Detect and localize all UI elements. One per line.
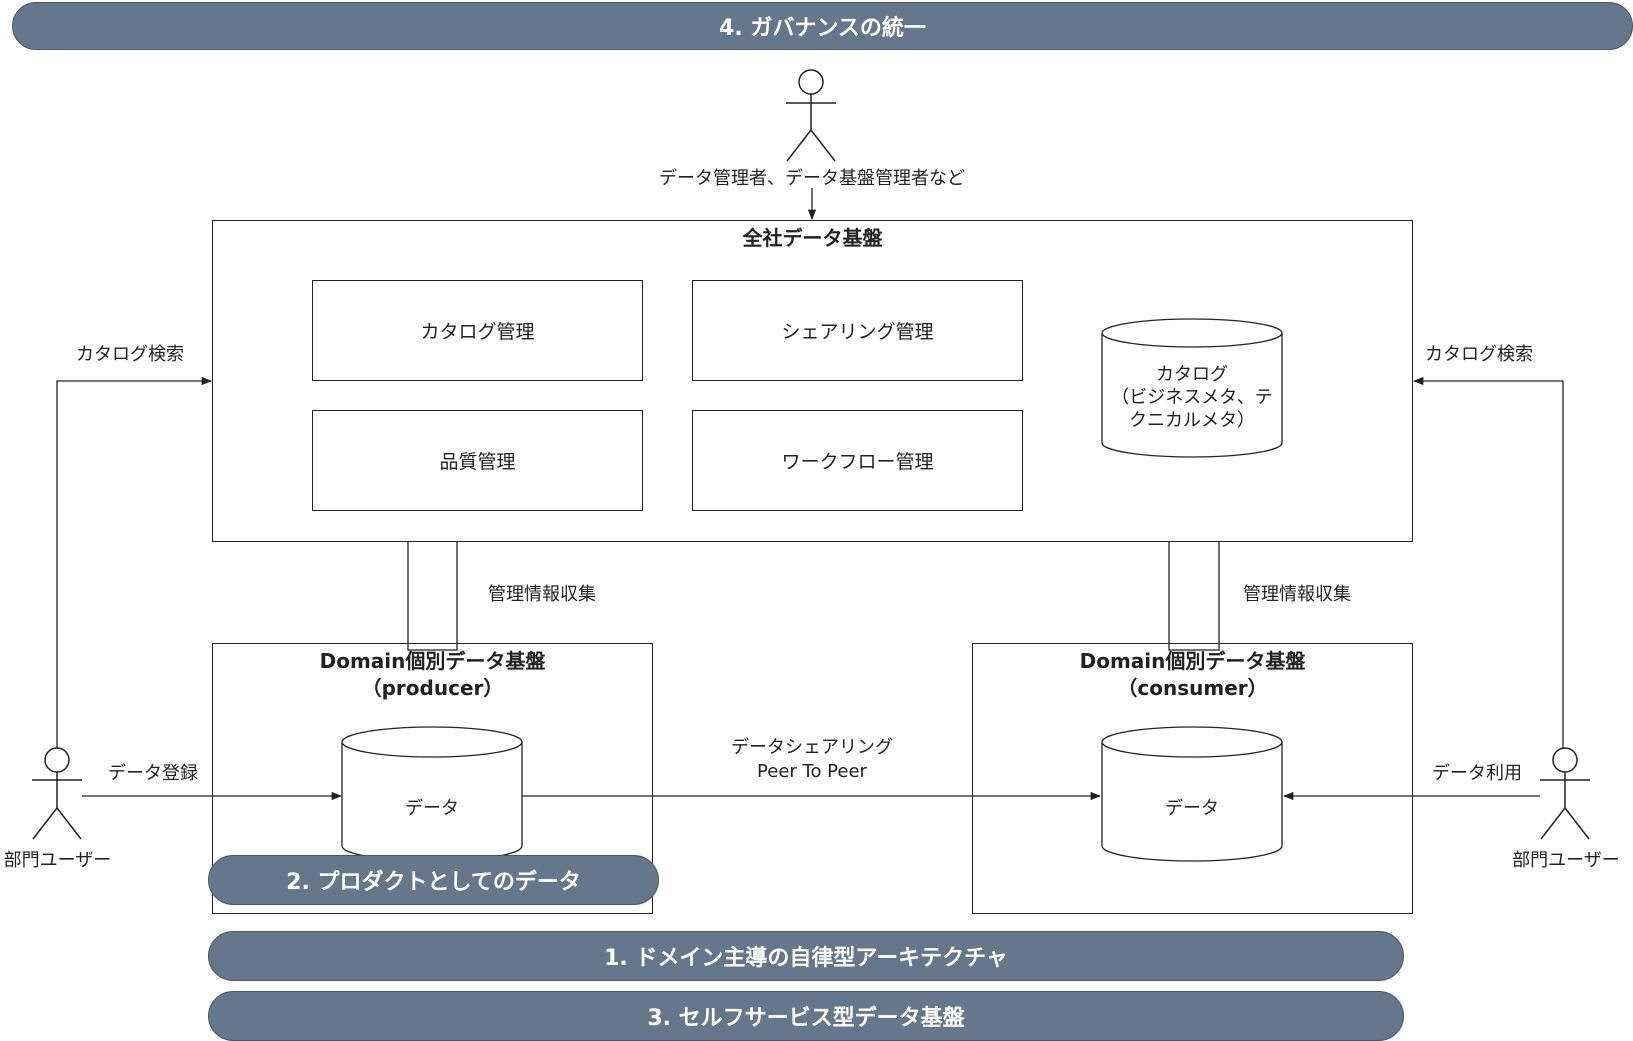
- catalog-search-right-label: カタログ検索: [1425, 344, 1533, 365]
- sharing-management-module: シェアリング管理: [692, 280, 1023, 381]
- collect-left-arrow: [407, 521, 462, 651]
- enterprise-title: 全社データ基盤: [742, 226, 883, 250]
- catalog-search-right-arrow: [1412, 376, 1564, 748]
- consumer-domain-box: Domain個別データ基盤 （consumer）: [972, 643, 1413, 914]
- catalog-search-left-arrow: [56, 376, 213, 748]
- right-user-actor-icon: [1540, 747, 1590, 840]
- catalog-search-left-label: カタログ検索: [76, 344, 184, 365]
- register-label: データ登録: [108, 763, 198, 784]
- producer-database-label: データ: [405, 798, 459, 819]
- right-user-label: 部門ユーザー: [1512, 850, 1620, 871]
- collect-right-arrow: [1168, 521, 1224, 651]
- consumer-database-label: データ: [1165, 798, 1219, 819]
- selfservice-label: 3. セルフサービス型データ基盤: [647, 1006, 965, 1031]
- producer-domain-box: Domain個別データ基盤 （producer）: [212, 643, 653, 914]
- consumer-title: Domain個別データ基盤 （consumer）: [973, 648, 1412, 702]
- consumer-database-icon: [1101, 726, 1283, 862]
- catalog-management-module: カタログ管理: [312, 280, 643, 381]
- producer-title-line-2: （producer）: [361, 676, 504, 700]
- catalog-database-icon: [1101, 318, 1283, 458]
- architecture-label: 1. ドメイン主導の自律型アーキテクチャ: [604, 946, 1008, 971]
- admin-actor-icon: [786, 69, 836, 162]
- consumer-title-line-1: Domain個別データ基盤: [1079, 649, 1306, 673]
- quality-management-module: 品質管理: [312, 410, 643, 511]
- catalog-management-label: カタログ管理: [420, 321, 535, 343]
- sharing-label-line-2: Peer To Peer: [757, 761, 867, 782]
- collect-left-label: 管理情報収集: [488, 584, 596, 605]
- catalog-db-line-2: （ビジネスメタ、テ: [1111, 387, 1273, 408]
- catalog-db-line-1: カタログ: [1156, 364, 1228, 385]
- producer-database-icon: [341, 726, 523, 862]
- workflow-management-label: ワークフロー管理: [781, 451, 934, 473]
- left-user-actor-icon: [32, 747, 82, 840]
- catalog-database-label: カタログ （ビジネスメタ、テ クニカルメタ）: [1100, 363, 1284, 432]
- workflow-management-module: ワークフロー管理: [692, 410, 1023, 511]
- governance-label: 4. ガバナンスの統一: [719, 16, 926, 41]
- collect-right-label: 管理情報収集: [1243, 584, 1351, 605]
- selfservice-banner: 3. セルフサービス型データ基盤: [208, 991, 1404, 1041]
- producer-title-line-1: Domain個別データ基盤: [319, 649, 546, 673]
- sharing-label-line-1: データシェアリング: [731, 737, 893, 758]
- governance-banner: 4. ガバナンスの統一: [12, 2, 1633, 50]
- consumer-title-line-2: （consumer）: [1117, 676, 1268, 700]
- sharing-management-label: シェアリング管理: [781, 321, 934, 343]
- use-label: データ利用: [1432, 763, 1522, 784]
- admin-actor-label: データ管理者、データ基盤管理者など: [659, 168, 965, 189]
- product-banner: 2. プロダクトとしてのデータ: [208, 855, 659, 905]
- quality-management-label: 品質管理: [439, 451, 516, 473]
- catalog-db-line-3: クニカルメタ）: [1129, 410, 1255, 431]
- sharing-label: データシェアリング Peer To Peer: [662, 736, 962, 784]
- architecture-banner: 1. ドメイン主導の自律型アーキテクチャ: [208, 931, 1404, 981]
- product-label: 2. プロダクトとしてのデータ: [286, 870, 581, 895]
- left-user-label: 部門ユーザー: [3, 850, 112, 871]
- producer-title: Domain個別データ基盤 （producer）: [213, 648, 652, 702]
